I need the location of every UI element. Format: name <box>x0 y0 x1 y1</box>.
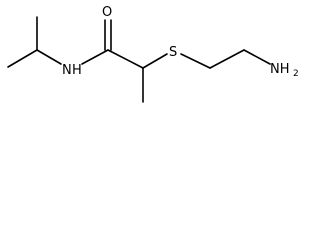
bond-sulfur-to-ch2 <box>180 53 211 69</box>
bond-ch2-to-ch2 <box>209 49 245 69</box>
amine-subscript-label: 2 <box>293 69 299 79</box>
oxygen-label: O <box>102 5 112 20</box>
amine-nh-label: NH <box>270 62 290 77</box>
bond-carbonyl-to-alpha <box>107 49 144 69</box>
bond-alpha-to-sulfur <box>142 53 168 69</box>
bond-methyl-left-to-ch <box>7 49 38 68</box>
molecule-structure: O N H S NH 2 <box>7 5 299 103</box>
sulfur-label: S <box>169 45 177 60</box>
amide-nitrogen-label: N <box>62 63 72 78</box>
bond-n-to-carbonyl <box>81 49 109 65</box>
bond-ch-to-n <box>36 49 62 65</box>
amide-hydrogen-label: H <box>72 63 82 78</box>
bond-ch2-to-nh2 <box>243 49 271 65</box>
